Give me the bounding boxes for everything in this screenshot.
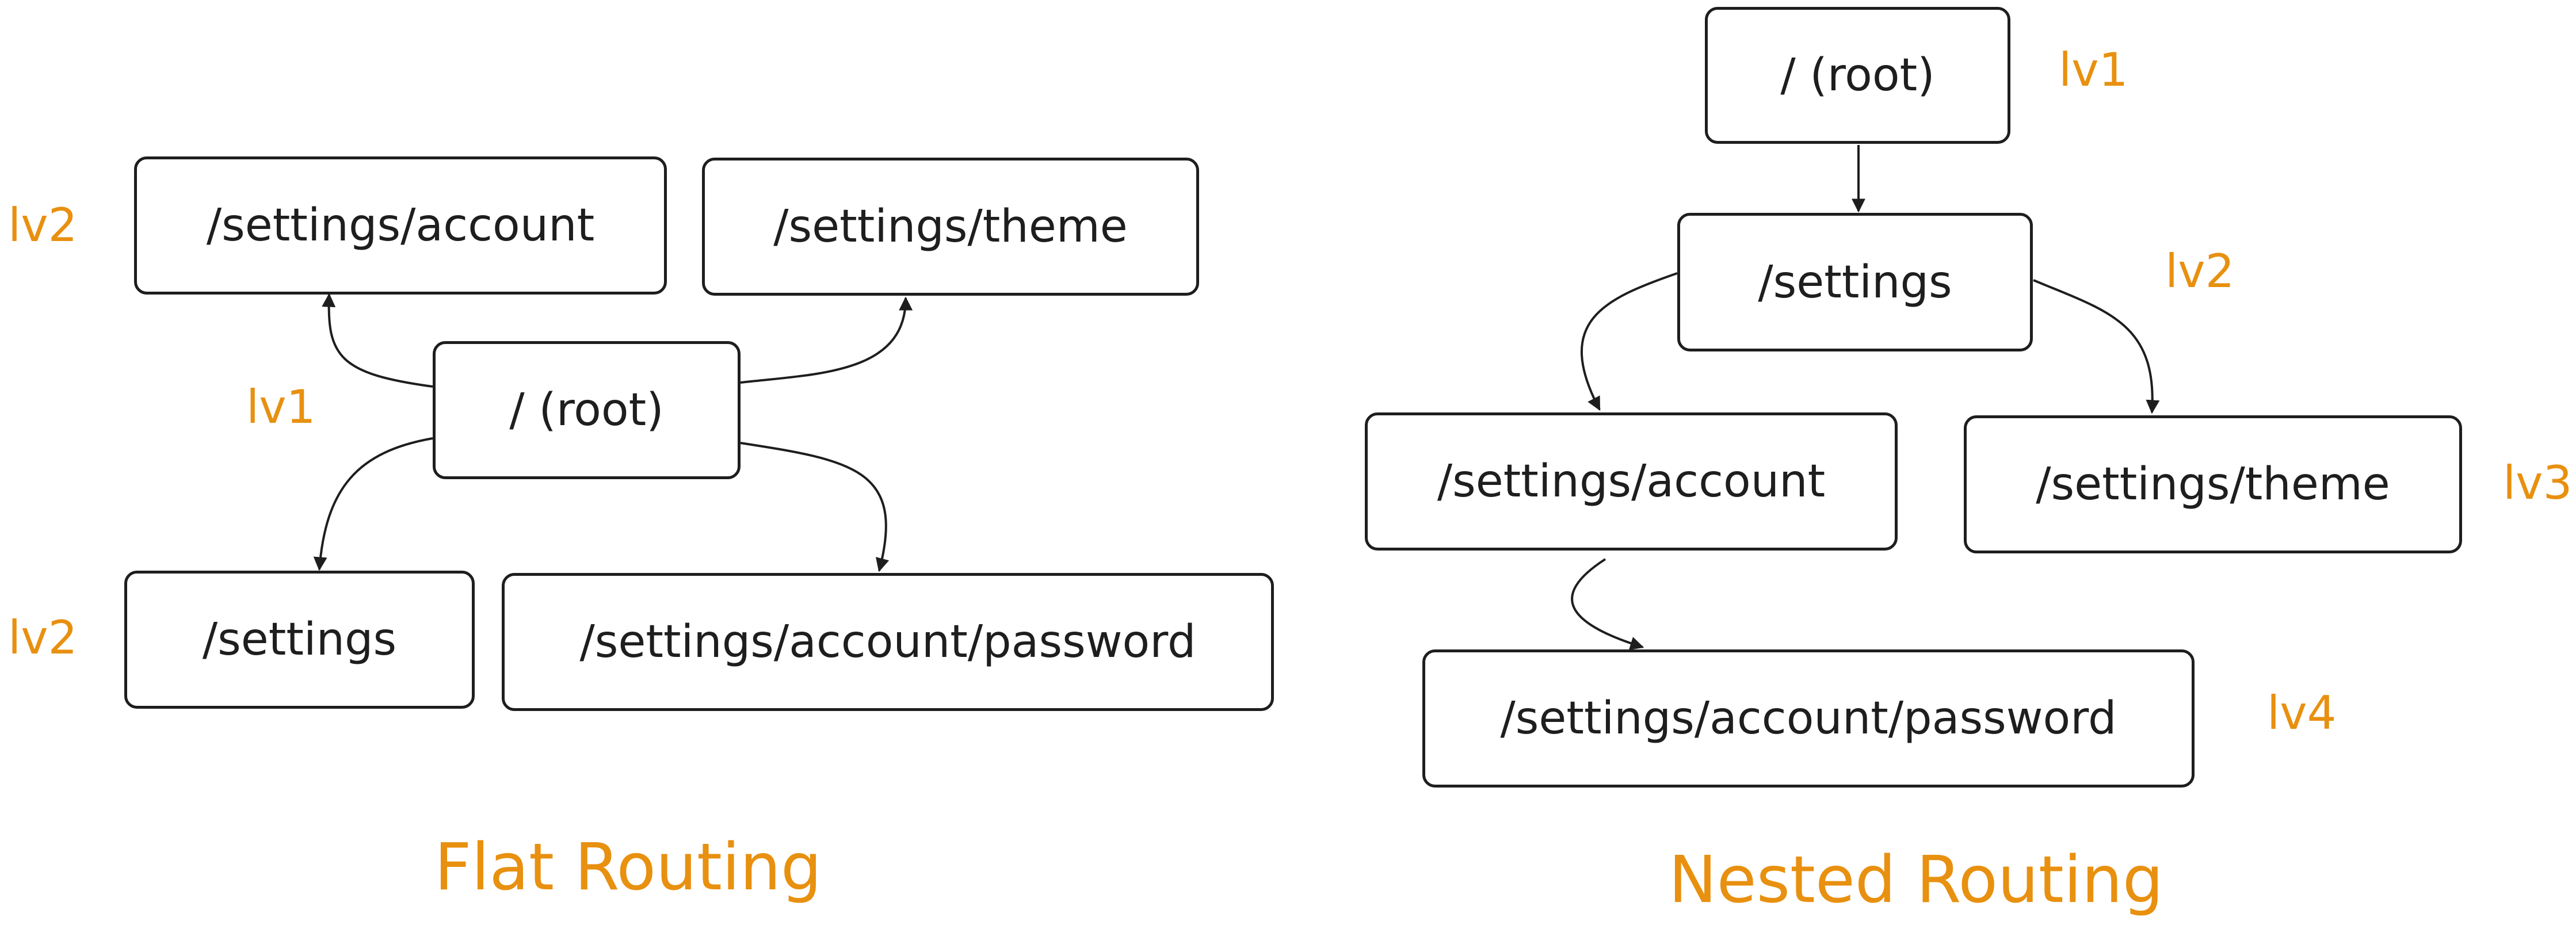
flat-node-theme: /settings/theme (702, 158, 1199, 296)
nested-level-label-theme: lv3 (2503, 456, 2573, 510)
nested-level-label-password: lv4 (2267, 686, 2337, 740)
nested-node-settings-label: /settings (1758, 256, 1952, 308)
nested-level-label-root: lv1 (2059, 43, 2128, 97)
nested-node-password-label: /settings/account/password (1500, 693, 2117, 744)
flat-node-account-label: /settings/account (206, 200, 595, 251)
flat-edge-root-to-password (740, 442, 890, 572)
nested-node-settings: /settings (1677, 213, 2033, 351)
flat-node-account: /settings/account (134, 156, 667, 295)
nested-edge-settings-to-theme (2033, 279, 2160, 414)
nested-edge-settings-to-account (1581, 272, 1678, 411)
flat-edge-root-to-settings (313, 437, 433, 571)
nested-node-account-label: /settings/account (1437, 456, 1826, 507)
flat-level-label-top-row: lv2 (8, 198, 78, 252)
flat-node-password: /settings/account/password (502, 573, 1274, 711)
flat-level-label-root: lv1 (246, 380, 316, 434)
flat-node-root-label: / (root) (509, 384, 664, 436)
flat-node-settings-label: /settings (202, 614, 397, 666)
nested-node-theme-label: /settings/theme (2036, 458, 2390, 510)
nested-edge-account-to-password (1571, 558, 1644, 651)
flat-node-theme-label: /settings/theme (773, 201, 1128, 253)
flat-node-password-label: /settings/account/password (579, 616, 1196, 668)
flat-routing-caption: Flat Routing (434, 830, 822, 905)
flat-level-label-bottom-row: lv2 (8, 611, 78, 664)
flat-node-root: / (root) (433, 341, 741, 479)
nested-routing-caption: Nested Routing (1669, 843, 2163, 918)
nested-node-password: /settings/account/password (1422, 649, 2195, 788)
nested-level-label-settings: lv2 (2165, 244, 2235, 298)
nested-node-root-label: / (root) (1780, 49, 1935, 101)
flat-edge-root-to-account (322, 293, 433, 388)
flat-edge-root-to-theme (740, 296, 913, 384)
nested-node-theme: /settings/theme (1964, 415, 2462, 553)
nested-node-root: / (root) (1705, 7, 2010, 144)
nested-node-account: /settings/account (1365, 412, 1898, 551)
flat-node-settings: /settings (124, 571, 475, 709)
